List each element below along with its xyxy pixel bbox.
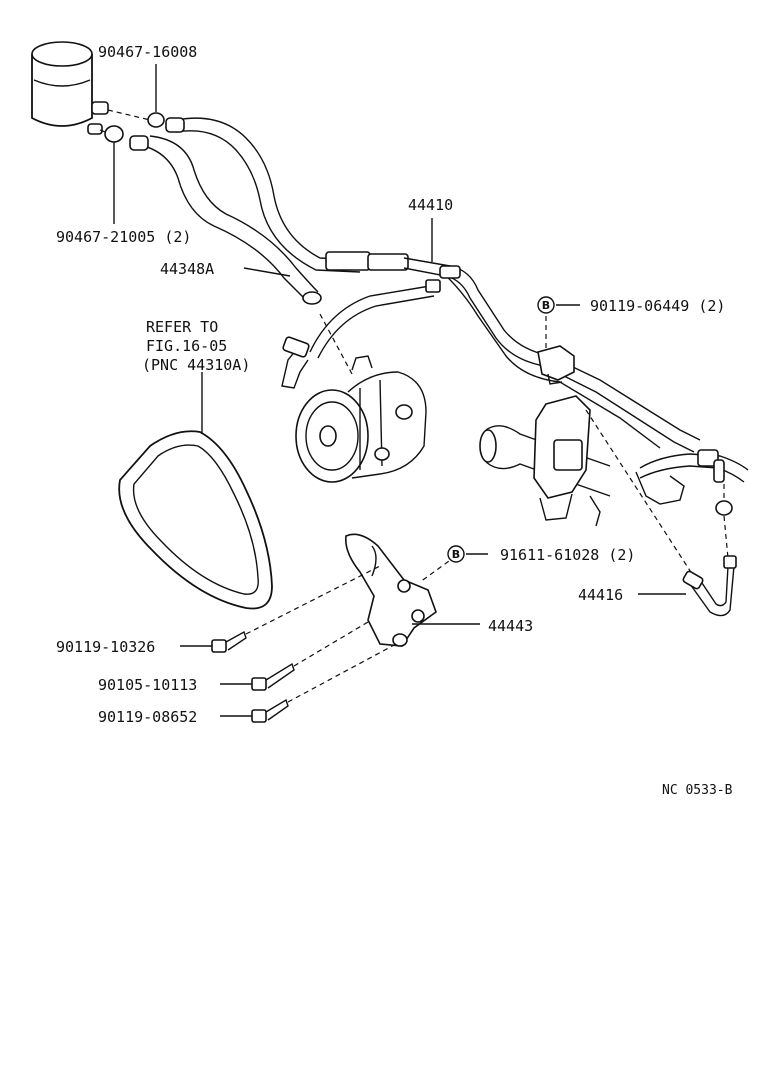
steering-gear-drawing	[479, 395, 611, 527]
label-refer-line2: FIG.16-05	[146, 337, 227, 355]
drive-belt-drawing	[118, 430, 273, 610]
badge-letter: B	[452, 548, 460, 561]
label-90467-16008: 90467-16008	[98, 43, 197, 61]
label-44443: 44443	[488, 617, 533, 635]
label-refer-line3: (PNC 44310A)	[142, 356, 250, 374]
badge-b-90119-06449: B	[537, 296, 555, 314]
leader-lines	[113, 64, 686, 717]
reservoir-hoses-drawing	[129, 117, 409, 305]
badge-letter: B	[542, 299, 550, 312]
label-90119-10326: 90119-10326	[56, 638, 155, 656]
badge-b-91611-61028: B	[447, 545, 465, 563]
pump-bracket-drawing	[344, 533, 457, 647]
label-90119-08652: 90119-08652	[98, 708, 197, 726]
label-44410: 44410	[408, 196, 453, 214]
bolt-90119-08652-drawing	[251, 643, 397, 723]
label-91611-61028: 91611-61028 (2)	[500, 546, 635, 564]
label-90105-10113: 90105-10113	[98, 676, 197, 694]
hose-clamp-21005-drawing	[99, 125, 124, 143]
hose-clamp-16008-drawing	[107, 109, 165, 128]
label-refer-line1: REFER TO	[146, 318, 218, 336]
label-90119-06449: 90119-06449 (2)	[590, 297, 725, 315]
return-tube-44416-drawing	[585, 409, 749, 617]
reservoir-tank-drawing	[31, 41, 109, 135]
figure-code: NC 0533-B	[662, 783, 733, 798]
label-44416: 44416	[578, 586, 623, 604]
bolt-90105-10113-drawing	[251, 621, 369, 691]
vane-pump-drawing	[295, 313, 427, 483]
label-44348A: 44348A	[160, 260, 214, 278]
bolt-90119-10326-drawing	[211, 565, 381, 653]
label-90467-21005: 90467-21005 (2)	[56, 228, 191, 246]
tube-bracket-drawing	[537, 316, 575, 385]
